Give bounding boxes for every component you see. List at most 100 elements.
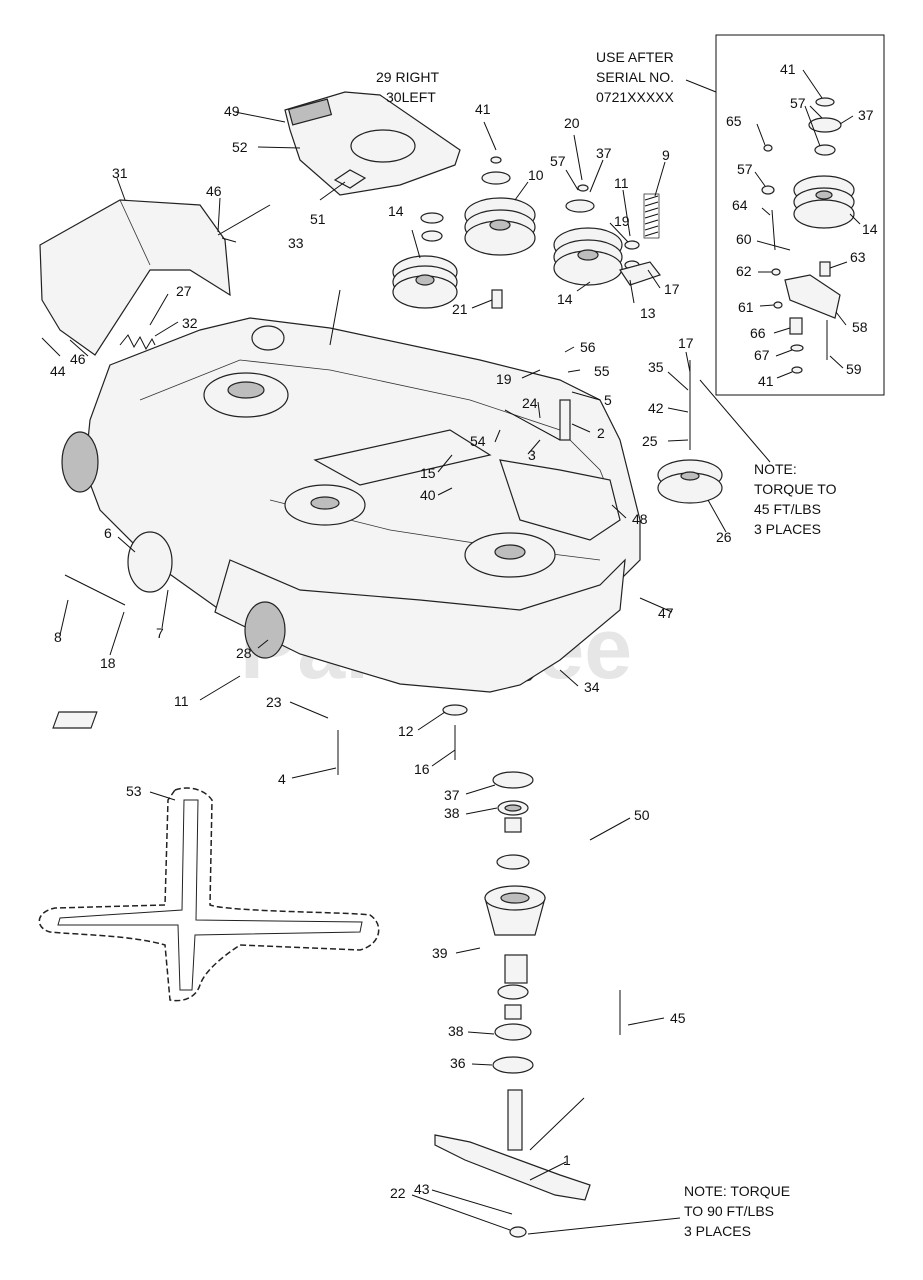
callout: 32: [182, 315, 198, 331]
callout: 17: [678, 335, 694, 351]
discharge-chute: [39, 199, 231, 356]
callout: 56: [580, 339, 596, 355]
idler-pulley-14-right: [553, 227, 623, 286]
callout: 52: [232, 139, 248, 155]
callout: 47: [658, 605, 674, 621]
callout: 7: [156, 625, 164, 641]
callout: 60: [736, 231, 752, 247]
side-note-left: 30LEFT: [386, 89, 436, 105]
inset-pointer-line: [685, 79, 717, 93]
callout: 17: [664, 281, 680, 297]
callout: 15: [420, 465, 436, 481]
callout: 16: [414, 761, 430, 777]
washers-stack: [420, 156, 640, 309]
callout: 14: [862, 221, 878, 237]
callout: 6: [104, 525, 112, 541]
callout: 27: [176, 283, 192, 299]
torque-45-note: NOTE: TORQUE TO 45 FT/LBS 3 PLACES: [754, 461, 837, 537]
serial-note-line2: SERIAL NO.: [596, 69, 674, 85]
callout: 65: [726, 113, 742, 129]
callout: 41: [475, 101, 491, 117]
torque-45-line3: 45 FT/LBS: [754, 501, 821, 517]
callout: 41: [780, 61, 796, 77]
idler-pulley-10: [464, 197, 536, 256]
side-note: 29 RIGHT 30LEFT: [376, 69, 439, 105]
callout: 38: [448, 1023, 464, 1039]
blade-bolt: [509, 1226, 527, 1238]
torque-90-line2: TO 90 FT/LBS: [684, 1203, 774, 1219]
torque-90-line1: NOTE: TORQUE: [684, 1183, 790, 1199]
callout: 55: [594, 363, 610, 379]
callout: 51: [310, 211, 326, 227]
idler-pulley-14-left: [392, 255, 458, 309]
callout: 4: [278, 771, 286, 787]
callout: 59: [846, 361, 862, 377]
callout: 44: [50, 363, 66, 379]
callout: 49: [224, 103, 240, 119]
callout: 61: [738, 299, 754, 315]
callout: 48: [632, 511, 648, 527]
callout: 36: [450, 1055, 466, 1071]
callout: 11: [174, 693, 189, 709]
callout: 21: [452, 301, 468, 317]
callout: 50: [634, 807, 650, 823]
callout: 66: [750, 325, 766, 341]
callout: 41: [758, 373, 774, 389]
belt-cover: [284, 91, 461, 196]
callout: 23: [266, 694, 282, 710]
callout: 37: [444, 787, 460, 803]
torque-45-line2: TORQUE TO: [754, 481, 837, 497]
callout: 31: [112, 165, 128, 181]
callout: 13: [640, 305, 656, 321]
callout: 43: [414, 1181, 430, 1197]
callout: 34: [584, 679, 600, 695]
callout: 8: [54, 629, 62, 645]
mower-blade: [434, 1134, 591, 1201]
plate-23: [52, 711, 98, 729]
chute-spring: [119, 334, 156, 351]
callout: 9: [662, 147, 670, 163]
adjust-rod-2: [559, 399, 571, 441]
leader-lines: [41, 69, 861, 1235]
callout: 67: [754, 347, 770, 363]
callout: 10: [528, 167, 544, 183]
inset-box: [715, 34, 885, 396]
pin-33: [217, 204, 271, 236]
callout: 24: [522, 395, 538, 411]
callout: 58: [852, 319, 868, 335]
spindle-assembly: [484, 771, 621, 1151]
callout: 46: [206, 183, 222, 199]
callout: 5: [604, 392, 612, 408]
idler-arm: [619, 261, 661, 286]
serial-note-line3: 0721XXXXX: [596, 89, 674, 105]
callout-labels: 1 2 3 4 5 6 7 8 9 10 11 11 12 13 14 14 1…: [50, 61, 878, 1201]
callout: 53: [126, 783, 142, 799]
callout: 37: [596, 145, 612, 161]
callout: 38: [444, 805, 460, 821]
callout: 11: [614, 175, 629, 191]
deck-pulley-26: [657, 459, 723, 504]
callout: 18: [100, 655, 116, 671]
callout: 39: [432, 945, 448, 961]
link-rod: [329, 289, 341, 346]
callout: 40: [420, 487, 436, 503]
callout: 20: [564, 115, 580, 131]
callout: 14: [557, 291, 573, 307]
mower-deck: [61, 317, 641, 693]
side-note-right: 29 RIGHT: [376, 69, 439, 85]
deck-belt-inner: [57, 799, 363, 991]
deck-belt: [38, 787, 380, 1002]
serial-note-line1: USE AFTER: [596, 49, 674, 65]
callout: 57: [550, 153, 566, 169]
callout: 26: [716, 529, 732, 545]
washer-12: [442, 704, 468, 716]
callout: 63: [850, 249, 866, 265]
callout: 37: [858, 107, 874, 123]
callout: 42: [648, 400, 664, 416]
bolt-54: [504, 409, 561, 441]
callout: 57: [737, 161, 753, 177]
callout: 45: [670, 1010, 686, 1026]
idler-spring: [643, 193, 660, 239]
callout: 19: [496, 371, 512, 387]
